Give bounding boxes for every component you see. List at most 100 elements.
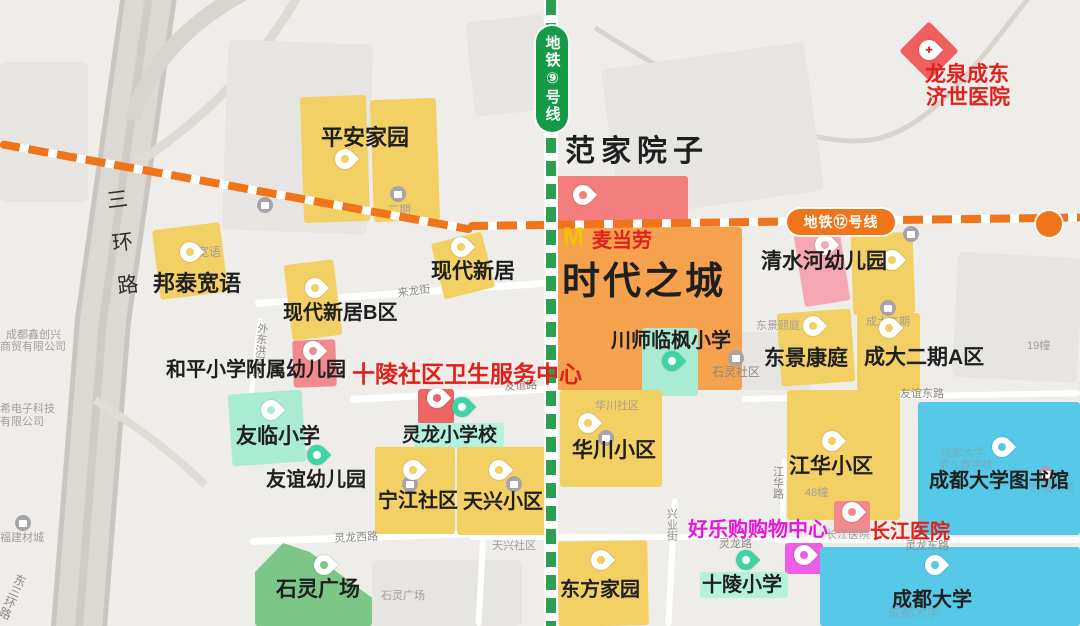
label-library[interactable]: 成都大学图书馆 [929,470,1069,492]
label-fanjia[interactable]: 范家院子 [565,135,709,168]
label-hospital-line1[interactable]: 龙泉成东 [925,63,1009,86]
poi-badge [903,226,919,242]
pin-chuanshi-dot [668,357,676,365]
faint-new-library: 新图书馆 [1030,482,1074,494]
label-mcdonalds[interactable]: 麦当劳 [592,230,652,252]
label-bangtai[interactable]: 邦泰宽语 [153,271,242,296]
poi-badge [15,515,31,531]
poi-badge [506,476,522,492]
pin-youyi-kindergarten-dot [313,451,321,459]
metro-12-label: 地铁⑫号线 [803,214,879,230]
pin-dongfang-dot [597,556,605,564]
label-shiling-school[interactable]: 十陵小学 [702,574,782,596]
faint-company-2a: 希电子科技 [0,403,55,415]
minor-road [92,396,208,488]
poi-badge [598,430,614,446]
pin-heping-dot [309,347,317,355]
faint-dongjing-yiting: 东景颐庭 [756,320,800,332]
pin-changjiang-dot [848,508,856,516]
pin-dongjing-dot [809,322,817,330]
pin-tianxing-dot [495,466,503,474]
metro-9-badge[interactable]: 地铁⑨号线 [536,26,568,132]
label-dongjing[interactable]: 东景康庭 [764,347,848,370]
poi-badge [1038,466,1054,482]
pin-ningjiang-dot [409,466,417,474]
pin-linglong-green-dot [458,403,466,411]
pin-jianghua-dot [828,437,836,445]
ramp-road-1 [124,0,248,123]
label-shiling-square[interactable]: 石灵广场 [276,578,360,601]
label-xiandai-b[interactable]: 现代新居B区 [283,302,398,324]
label-shidai[interactable]: 时代之城 [562,261,727,303]
pin-xiandai-b-dot [311,284,319,292]
faint-univ-watermark: 成都大学 [888,605,941,620]
label-chuanshi[interactable]: 川师临枫小学 [611,330,731,352]
pin-longquan-hospital-dot: ✚ [925,45,933,55]
label-chengda[interactable]: 成大二期A区 [864,346,985,369]
faint-shiling-guangchang: 石灵广场 [381,590,425,602]
metro-12-badge[interactable]: 地铁⑫号线 [787,209,895,235]
label-heping[interactable]: 和平小学附属幼儿园 [166,359,346,381]
pin-huachuan-dot [584,419,592,427]
linglong-school-highlight[interactable] [414,423,504,448]
faint-tianxing-shequ: 天兴社区 [492,540,536,552]
metro-9-label: 地铁⑨号线 [543,35,561,123]
faint-48zhuang: 48幢 [805,487,829,499]
faint-huachuan-shequ: 华川社区 [595,400,639,412]
metro-12-station-marker [1036,211,1062,237]
label-linglong-school[interactable]: 灵龙小学校 [402,425,498,446]
pin-youlin-dot [267,406,275,414]
chengdu-university-block[interactable] [820,547,1080,626]
pin-xiandai-dot [457,243,465,251]
label-pingan[interactable]: 平安家园 [321,125,410,150]
street-label-linglong: 灵龙路 [719,538,752,550]
faint-ninth-building-1: 成都大学 [941,447,985,459]
street-label-linglong-east: 灵龙东路 [905,540,949,552]
street-label-linglong-west: 灵龙西路 [333,530,379,545]
faint-shiling-shequ: 石灵社区 [712,365,761,379]
label-changjiang-hospital[interactable]: 长江医院 [870,521,950,543]
pin-qingshuihe-dot [821,241,829,249]
pin-chengda-upper-dot [888,256,896,264]
metro-line-9 [544,0,558,626]
faint-company-1b: 商贸有限公司 [0,341,66,353]
label-tianxing[interactable]: 天兴小区 [463,491,543,513]
label-haolegou[interactable]: 好乐购购物中心 [688,519,828,541]
poi-badge [257,197,273,213]
poi-badge [728,350,744,366]
pin-library-dot [998,443,1006,451]
label-youlin[interactable]: 友临小学 [236,425,320,448]
label-jianghua[interactable]: 江华小区 [789,455,873,478]
parcel [372,560,522,626]
street-linglong-east [770,537,1080,543]
street-linglong [470,534,770,540]
street-label-xingye: 兴业街 [665,508,678,541]
shiling-school-highlight[interactable] [700,572,788,598]
poi-badge [880,300,896,316]
pin-bangtai-dot [186,248,194,256]
faint-company-2b: 有限公司 [0,416,44,428]
faint-fujian: 福建材城 [0,532,44,544]
label-dongfang[interactable]: 东方家园 [560,579,640,601]
pin-chengda-lower-dot [885,324,893,332]
pin-haolegou-dot [800,551,808,559]
label-hospital-line2[interactable]: 济世医院 [926,86,1010,109]
label-youyi-kindergarten[interactable]: 友谊幼儿园 [266,469,366,491]
label-huachuan[interactable]: 华川小区 [572,439,656,462]
faint-19zhuang: 19幢 [1027,340,1051,352]
library-block[interactable] [918,402,1080,535]
street-label-jianghua: 江华路 [771,466,784,499]
pin-fanjia-dot [579,191,587,199]
label-health-center[interactable]: 十陵社区卫生服务中心 [352,361,582,387]
label-xiandai[interactable]: 现代新居 [431,260,515,283]
label-ningjiang[interactable]: 宁江社区 [378,490,458,512]
jianghua-block[interactable] [787,390,900,520]
xiandai-xinju-b-block[interactable] [283,259,343,341]
label-qingshuihe[interactable]: 清水河幼儿园 [761,250,887,273]
pin-shiling-square-dot [320,561,328,569]
label-chengdu-university[interactable]: 成都大学 [892,589,972,611]
parcel [0,62,88,202]
street-label-youyi-east: 友谊东路 [900,388,944,400]
faint-ninth-building-2: 第九教学楼 [938,459,993,471]
